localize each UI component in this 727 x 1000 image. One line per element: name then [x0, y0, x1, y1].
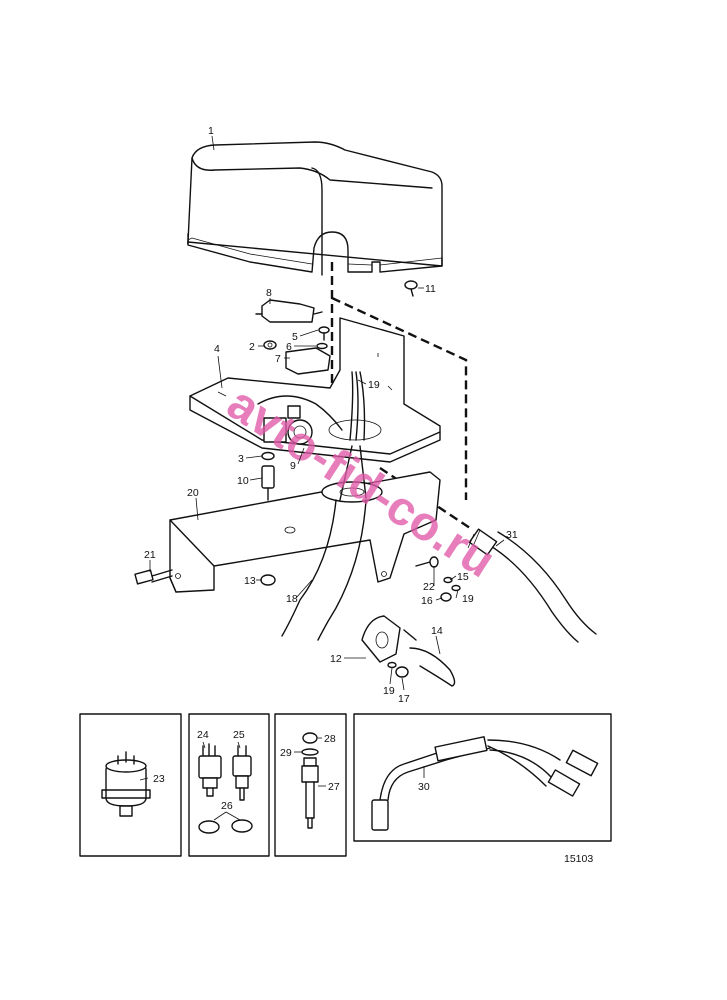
label-24: 24: [197, 729, 209, 741]
label-12: 12: [330, 653, 342, 665]
washer-part-15: [443, 576, 453, 584]
grommet: [321, 481, 383, 503]
spacer-part-10: [261, 465, 275, 501]
cables-part-19: [257, 371, 366, 441]
sender-part-24: [198, 743, 222, 797]
label-25: 25: [233, 729, 245, 741]
drawing-number: 15103: [564, 853, 593, 865]
part-labels: 1 11 8 5 2 6 4 7 19 3 9 10 20 21 13 18 3…: [144, 125, 593, 865]
label-19-bottom: 19: [383, 685, 395, 697]
label-13: 13: [244, 575, 256, 587]
label-15: 15: [457, 571, 469, 583]
washer-part-19-c: [387, 661, 397, 669]
nut-part-13: [260, 574, 276, 586]
alignment-line-right: [331, 296, 468, 500]
inset-box-senders-24-26: [188, 713, 270, 857]
label-19-top: 19: [368, 379, 380, 391]
label-30: 30: [418, 781, 430, 793]
bolt-part-5: [318, 326, 330, 341]
label-9: 9: [290, 460, 296, 472]
label-16: 16: [421, 595, 433, 607]
nut-part-28: [302, 732, 318, 744]
label-26: 26: [221, 800, 233, 812]
washer-part-26-b: [231, 819, 253, 833]
cover-part: [187, 141, 443, 276]
cable-assembly-part-30: [371, 736, 599, 831]
label-6: 6: [286, 341, 292, 353]
label-5: 5: [292, 331, 298, 343]
strap-part-14: [403, 629, 456, 687]
component-part-7: [285, 347, 331, 375]
cable-harness-part-18: [281, 445, 367, 641]
label-20: 20: [187, 487, 199, 499]
label-8: 8: [266, 287, 272, 299]
label-29: 29: [280, 747, 292, 759]
pressure-sensor-part-23: [101, 751, 151, 817]
leader-lines: [139, 135, 505, 821]
label-21: 21: [144, 549, 156, 561]
nut-part-16: [440, 592, 452, 602]
component-part-12: [361, 615, 401, 663]
label-31: 31: [506, 529, 518, 541]
label-7: 7: [275, 353, 281, 365]
label-10: 10: [237, 475, 249, 487]
mounting-plate-part-4: [189, 317, 441, 463]
label-23: 23: [153, 773, 165, 785]
washer-part-29: [301, 748, 319, 756]
connector-part-9: [263, 405, 313, 445]
screw-part-11: [404, 280, 418, 297]
label-1: 1: [208, 125, 214, 137]
bracket-part-20: [169, 471, 441, 593]
label-19-right: 19: [462, 593, 474, 605]
bolt-part-21: [134, 569, 173, 585]
inset-box-sensor-23: [79, 713, 182, 857]
label-3: 3: [238, 453, 244, 465]
label-11: 11: [425, 283, 436, 295]
sender-part-25: [232, 745, 252, 801]
label-18: 18: [286, 593, 298, 605]
label-22: 22: [423, 581, 435, 593]
label-4: 4: [214, 343, 220, 355]
inset-box-cable-30: [353, 713, 612, 842]
label-28: 28: [324, 733, 336, 745]
label-14: 14: [431, 625, 443, 637]
washer-part-6: [316, 342, 328, 350]
inset-box-sender-27-29: [274, 713, 347, 857]
nut-part-2: [263, 340, 277, 350]
label-2: 2: [249, 341, 255, 353]
washer-part-19-b: [451, 584, 461, 592]
nut-part-17: [395, 666, 409, 678]
label-27: 27: [328, 781, 340, 793]
relay-part-8: [255, 299, 323, 323]
label-17: 17: [398, 693, 410, 705]
cable-part-31: [467, 528, 597, 643]
washer-part-26-a: [198, 820, 220, 834]
sender-part-27: [301, 757, 319, 829]
